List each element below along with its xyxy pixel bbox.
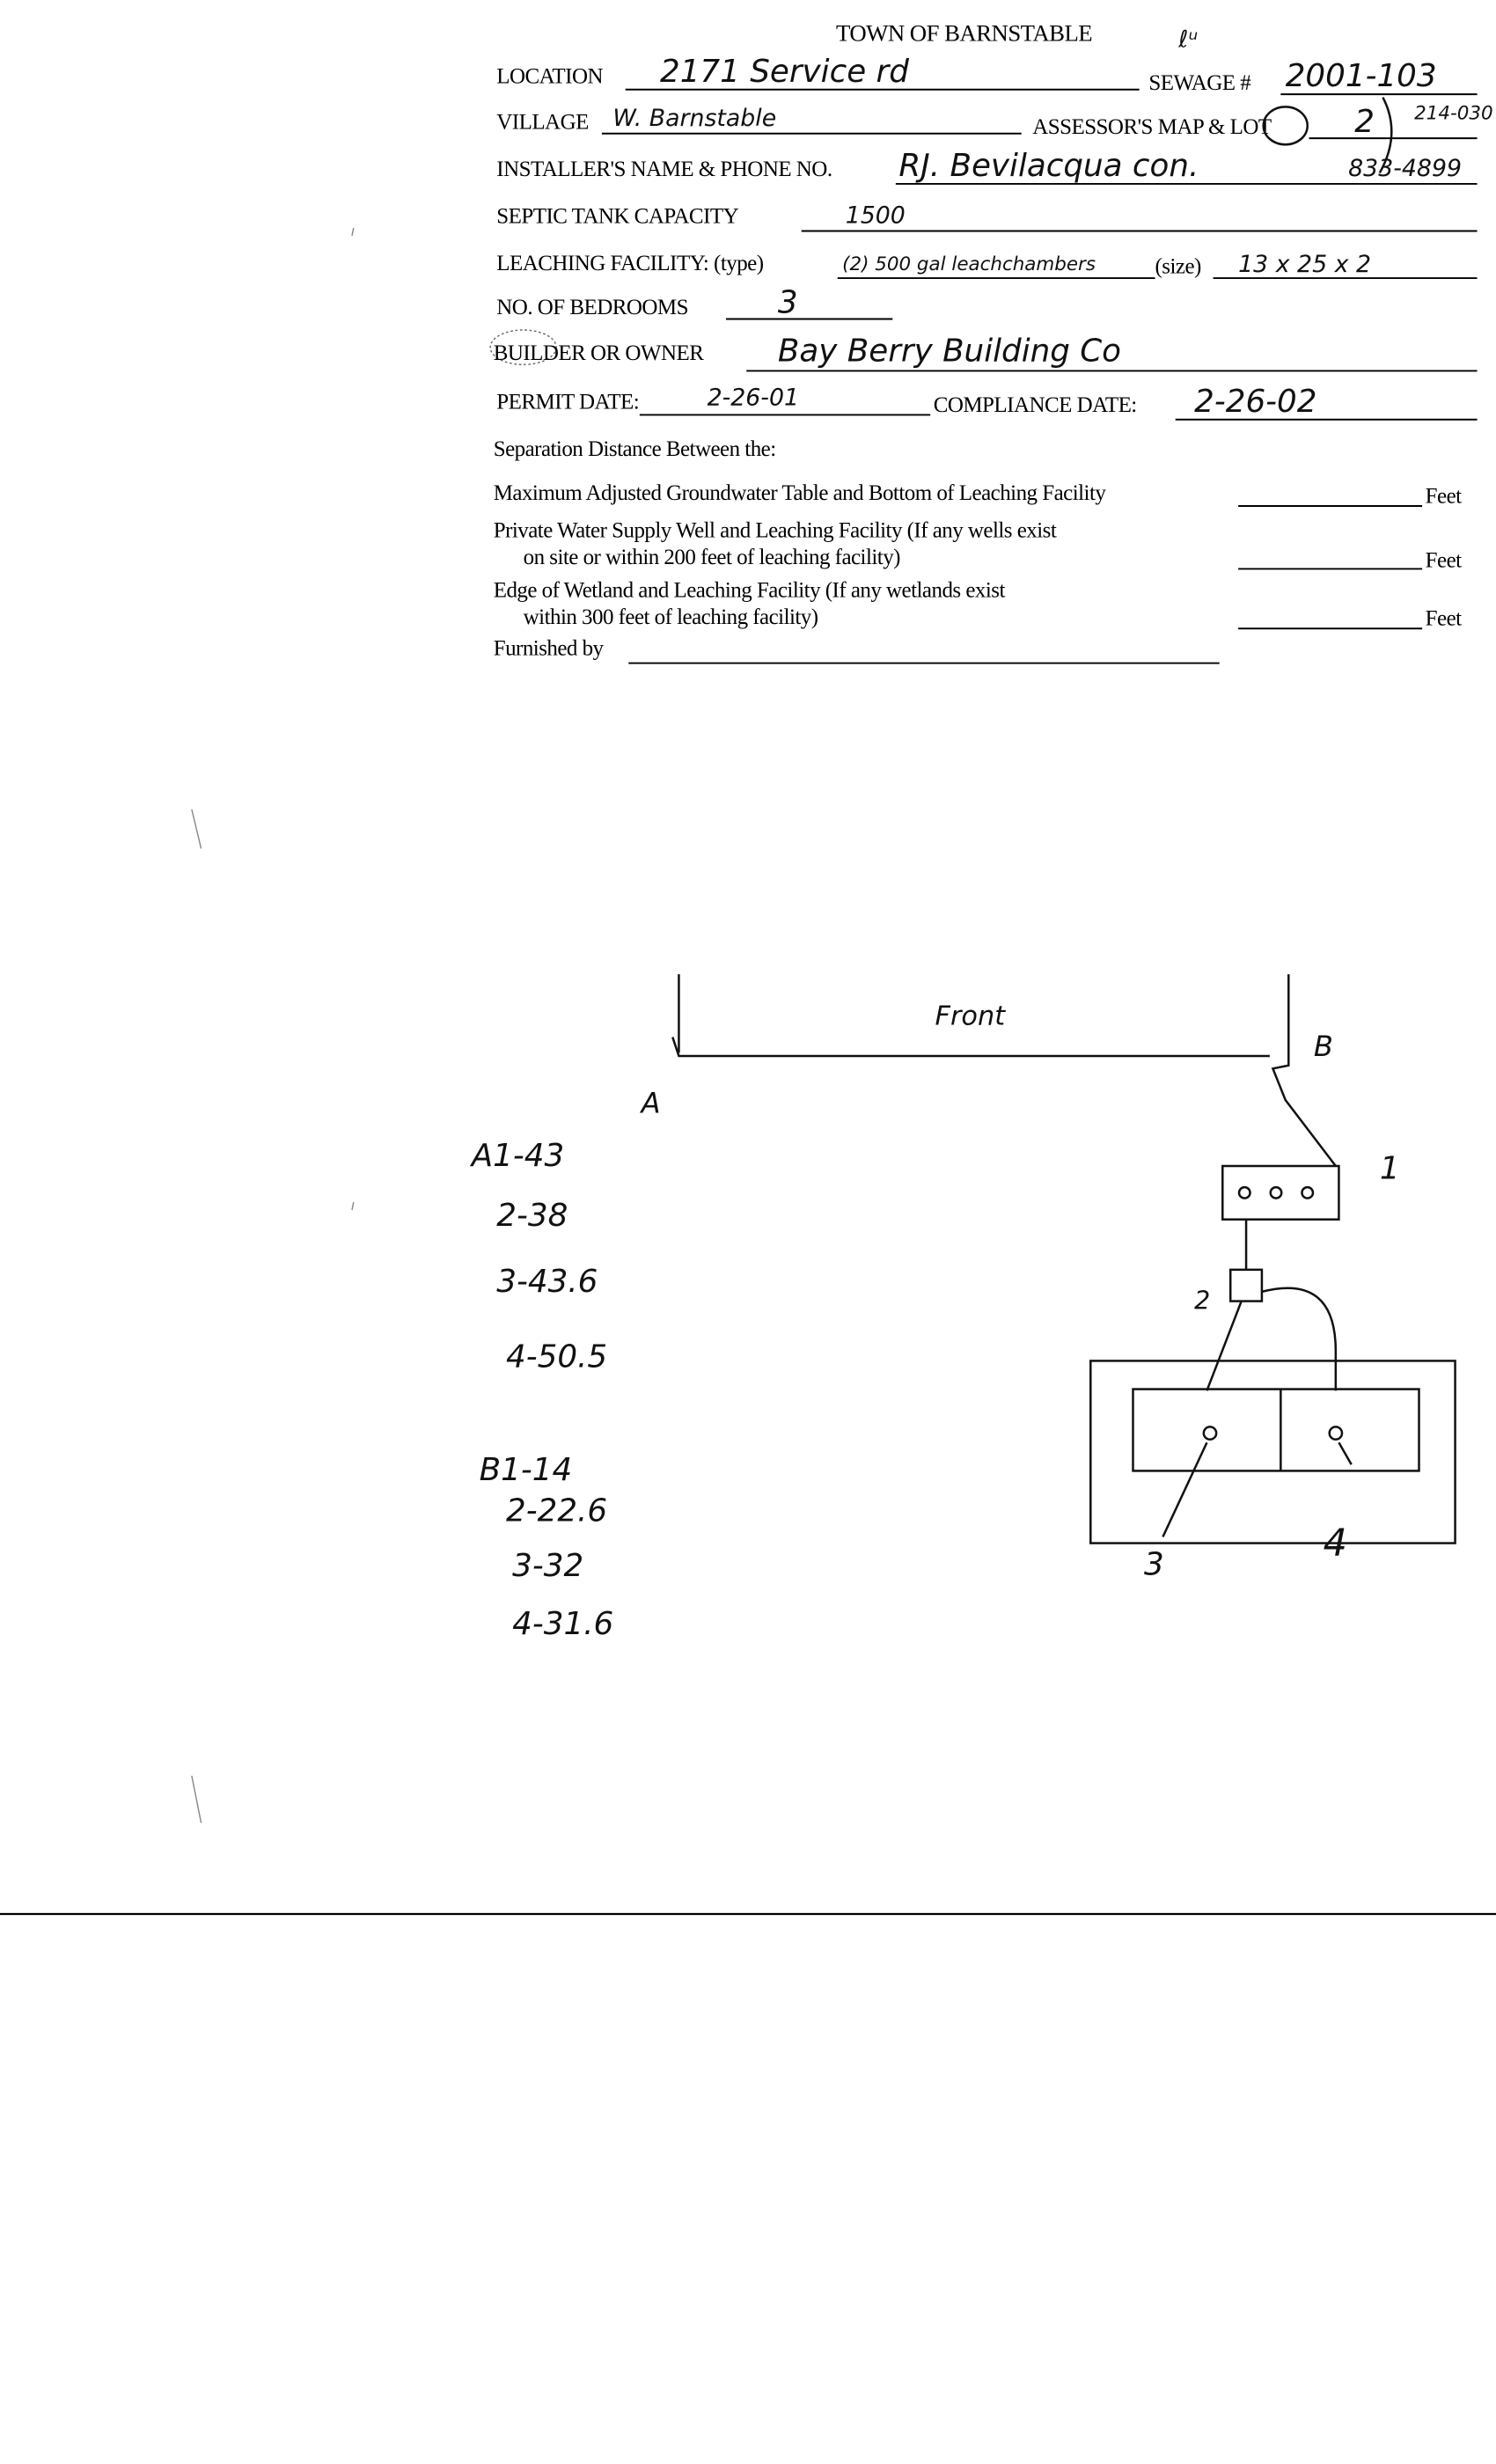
separation-row-1-unit: Feet <box>1426 484 1462 508</box>
separation-heading: Separation Distance Between the: <box>494 437 776 461</box>
map-lot-label: ASSESSOR'S MAP & LOT <box>1032 115 1272 139</box>
measurements-b: B1-14 2-22.6 3-32 4-31.6 <box>480 1452 614 1642</box>
sewage-value: 2001-103 <box>1286 58 1437 94</box>
separation-row-2: Private Water Supply Well and Leaching F… <box>494 519 1057 543</box>
leaching-size-label: (size) <box>1155 255 1202 279</box>
measurement-b4: 4-31.6 <box>512 1606 613 1642</box>
measurement-a1: A1-43 <box>470 1138 564 1174</box>
leaching-type-value: (2) 500 gal leachchambers <box>842 253 1096 275</box>
measurement-a3: 3-43.6 <box>496 1264 598 1300</box>
separation-row-2b: on site or within 200 feet of leaching f… <box>524 546 901 569</box>
label-3: 3 <box>1144 1546 1164 1582</box>
installer-phone: 833-4899 <box>1348 155 1462 182</box>
map-lot-note: 214-030 <box>1414 103 1492 125</box>
permit-label: PERMIT DATE: <box>496 390 639 414</box>
builder-circle-mark <box>489 329 557 365</box>
installer-value: RJ. Bevilacqua con. <box>898 148 1199 184</box>
site-sketch: Front A B 1 2 3 4 A1-43 2-38 3-43.6 4-50… <box>470 974 1456 1642</box>
point-a-label: A <box>640 1086 661 1119</box>
leaching-chambers <box>1132 1388 1420 1472</box>
septic-tank-box <box>1221 1164 1340 1221</box>
corner-mark: ℓᵘ <box>1177 26 1198 54</box>
leaching-size-value: 13 x 25 x 2 <box>1238 251 1371 278</box>
separation-row-3: Edge of Wetland and Leaching Facility (I… <box>494 579 1006 603</box>
measurement-a4: 4-50.5 <box>506 1339 607 1375</box>
separation-row-2-unit: Feet <box>1426 549 1462 573</box>
measurements-a: A1-43 2-38 3-43.6 4-50.5 <box>470 1138 607 1375</box>
compliance-label: COMPLIANCE DATE: <box>934 393 1137 417</box>
front-label: Front <box>935 1001 1007 1031</box>
leaching-label: LEACHING FACILITY: (type) <box>496 252 763 275</box>
measurement-b2: 2-22.6 <box>506 1493 607 1529</box>
label-4: 4 <box>1324 1522 1347 1566</box>
location-label: LOCATION <box>496 65 603 89</box>
permit-value: 2-26-01 <box>708 385 799 412</box>
document-title: TOWN OF BARNSTABLE <box>836 19 1092 46</box>
label-1: 1 <box>1380 1150 1400 1186</box>
label-2: 2 <box>1194 1286 1210 1316</box>
septic-value: 1500 <box>846 202 906 230</box>
lot-circle-mark <box>1262 106 1309 146</box>
compliance-value: 2-26-02 <box>1194 384 1316 420</box>
builder-value: Bay Berry Building Co <box>778 334 1121 370</box>
leaching-area-outer <box>1089 1360 1456 1544</box>
village-label: VILLAGE <box>496 110 589 134</box>
septic-label: SEPTIC TANK CAPACITY <box>496 205 738 229</box>
furnished-label: Furnished by <box>494 637 605 661</box>
point-b-label: B <box>1314 1030 1333 1063</box>
sewage-label: SEWAGE # <box>1148 71 1251 95</box>
separation-row-3-unit: Feet <box>1426 607 1462 631</box>
separation-row-3b: within 300 feet of leaching facility) <box>524 605 818 629</box>
measurement-a2: 2-38 <box>496 1198 568 1234</box>
builder-label: BUILDER OR OWNER <box>494 341 704 365</box>
separation-row-1: Maximum Adjusted Groundwater Table and B… <box>494 481 1107 505</box>
bedrooms-value: 3 <box>778 284 798 320</box>
installer-label: INSTALLER'S NAME & PHONE NO. <box>496 158 832 181</box>
map-lot-value: 2 <box>1354 104 1375 140</box>
measurement-b3: 3-32 <box>512 1548 583 1584</box>
distribution-box <box>1228 1268 1264 1302</box>
measurement-b1: B1-14 <box>480 1452 573 1488</box>
village-value: W. Barnstable <box>612 105 776 132</box>
location-value: 2171 Service rd <box>660 54 909 90</box>
bedrooms-label: NO. OF BEDROOMS <box>496 296 688 319</box>
